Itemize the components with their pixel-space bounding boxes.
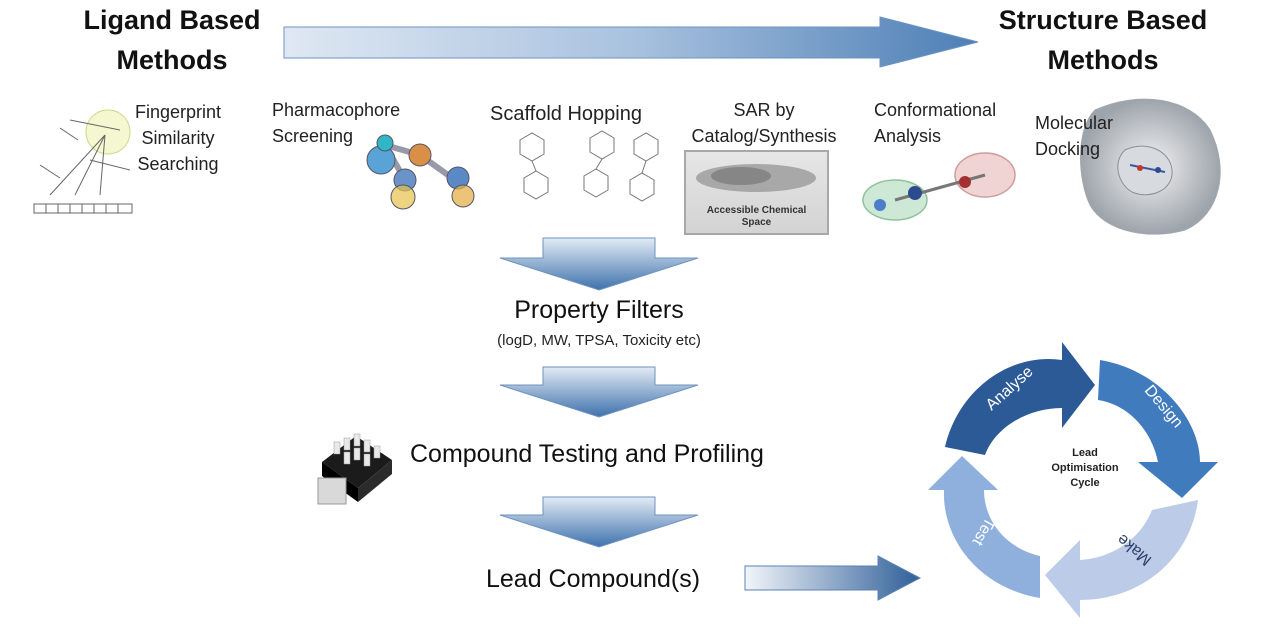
structure-based-header: Structure Based Methods	[980, 0, 1226, 80]
cycle-center-label: Lead Optimisation Cycle	[1030, 446, 1140, 491]
fingerprint-label: Fingerprint Similarity Searching	[118, 99, 238, 177]
docking-illustration	[1080, 98, 1221, 235]
cycle-arrow-make	[1045, 500, 1198, 618]
conformational-line1: Conformational	[874, 100, 997, 120]
conformational-label: Conformational Analysis	[874, 97, 1024, 149]
fingerprint-line2: Similarity	[141, 128, 215, 148]
ligand-based-header: Ligand Based Methods	[72, 0, 272, 80]
pharmacophore-label: Pharmacophore Screening	[272, 97, 422, 149]
sar-chemical-space-box: Accessible Chemical Space	[684, 150, 829, 235]
fingerprint-line1: Fingerprint	[134, 102, 222, 122]
docking-line1: Molecular	[1035, 113, 1114, 133]
docking-label: Molecular Docking	[1035, 110, 1145, 162]
ligand-header-line1: Ligand Based	[83, 5, 261, 35]
compound-plate-icon	[317, 433, 392, 505]
cycle-center-line2: Optimisation	[1051, 462, 1119, 474]
sar-caption: Accessible Chemical Space	[686, 205, 827, 229]
down-arrow-3	[499, 496, 699, 548]
sar-caption-line2: Space	[741, 217, 772, 228]
compound-testing-label: Compound Testing and Profiling	[410, 440, 764, 468]
cycle-arrow-test	[928, 456, 1040, 598]
chemical-space-cloud	[696, 164, 816, 192]
down-arrow-2	[499, 366, 699, 418]
scaffold-label: Scaffold Hopping	[490, 103, 642, 125]
lead-compounds-label: Lead Compound(s)	[486, 565, 701, 593]
cycle-arrow-analyse	[945, 342, 1095, 455]
structure-header-line2: Methods	[1047, 45, 1159, 75]
lead-to-cycle-arrow	[744, 555, 922, 601]
pharmacophore-illustration	[366, 134, 475, 210]
scaffold-illustration	[519, 130, 659, 202]
pharmacophore-line1: Pharmacophore	[272, 100, 401, 120]
fingerprint-illustration	[33, 109, 133, 214]
cycle-arrow-design	[1098, 360, 1218, 498]
docking-line2: Docking	[1035, 139, 1101, 159]
sar-caption-line1: Accessible Chemical	[706, 205, 807, 216]
conformational-illustration	[862, 152, 1016, 221]
fingerprint-line3: Searching	[137, 154, 219, 174]
ligand-header-line2: Methods	[116, 45, 228, 75]
sar-label: SAR by Catalog/Synthesis	[690, 97, 838, 149]
pharmacophore-line2: Screening	[272, 126, 354, 146]
property-filters-subtitle: (logD, MW, TPSA, Toxicity etc)	[497, 332, 701, 349]
cycle-center-line3: Cycle	[1070, 477, 1100, 489]
down-arrow-1	[499, 237, 699, 291]
conformational-line2: Analysis	[874, 126, 942, 146]
cycle-center-line1: Lead	[1072, 447, 1098, 459]
sar-line2: Catalog/Synthesis	[691, 126, 837, 146]
sar-line1: SAR by	[733, 100, 795, 120]
property-filters-title: Property Filters	[514, 296, 684, 324]
ligand-to-structure-arrow	[283, 16, 979, 68]
structure-header-line1: Structure Based	[998, 5, 1208, 35]
lead-optimisation-cycle	[928, 342, 1218, 618]
